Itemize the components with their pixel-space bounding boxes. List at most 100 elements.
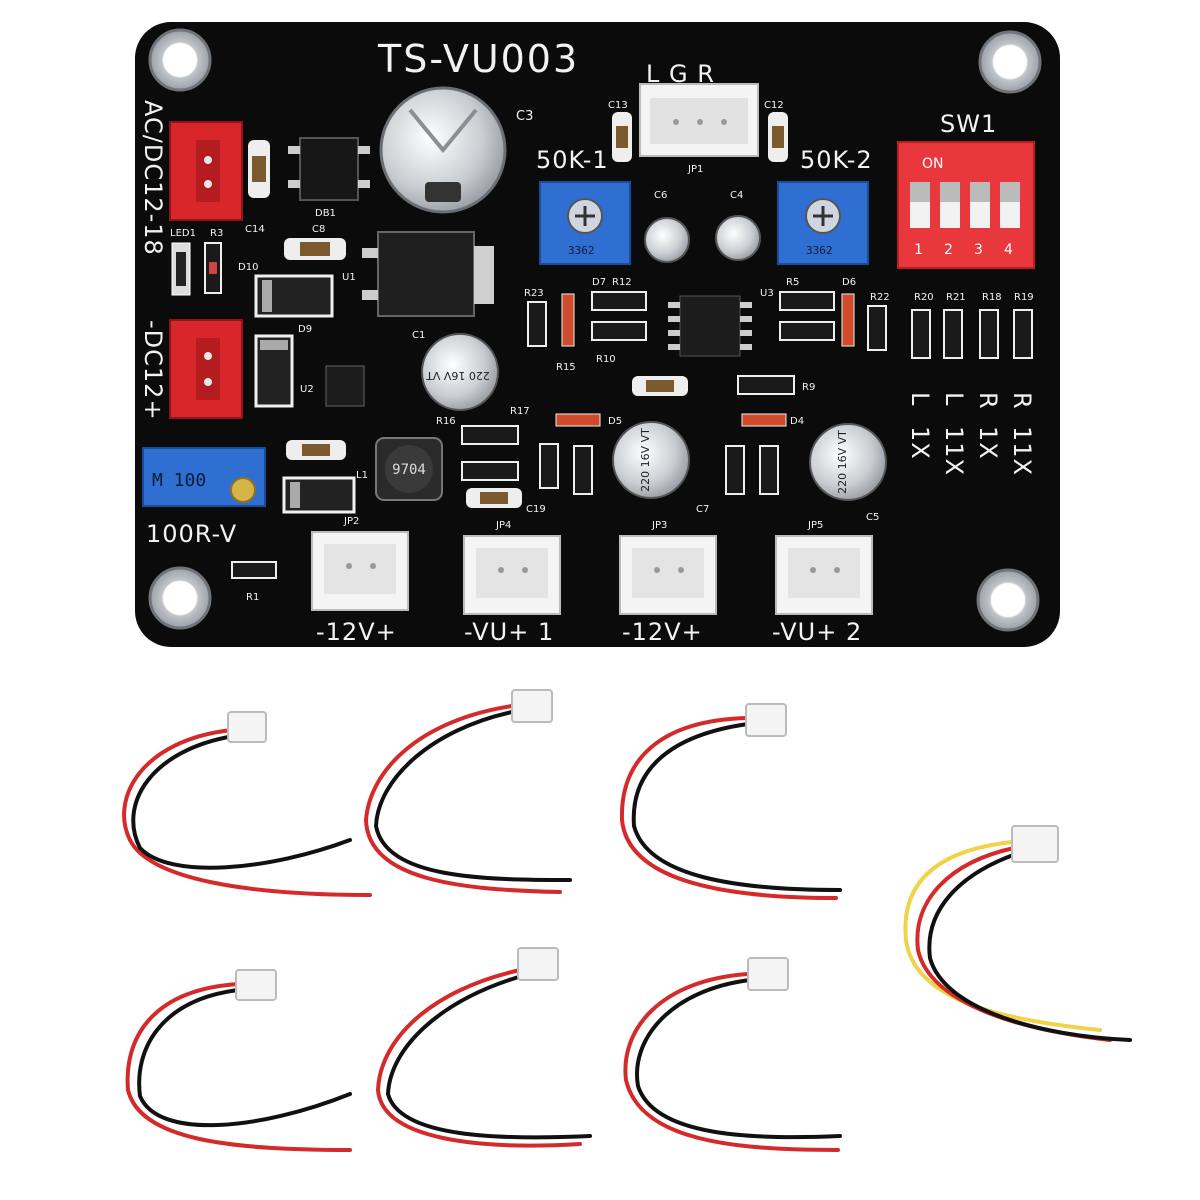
d10-diode: D10 bbox=[238, 262, 334, 318]
svg-text:1X: 1X bbox=[906, 426, 934, 460]
two-pin-cable-3 bbox=[619, 703, 842, 900]
c12-capacitor: C12 bbox=[764, 100, 788, 162]
svg-text:C8: C8 bbox=[312, 224, 325, 235]
jp5-connector: JP5 -VU+ 2 bbox=[772, 520, 873, 646]
svg-text:220 16V VT: 220 16V VT bbox=[836, 430, 849, 494]
jp2-connector: JP2 -12V+ bbox=[311, 516, 409, 646]
svg-text:-VU+ 1: -VU+ 1 bbox=[464, 618, 554, 646]
c13-capacitor: C13 bbox=[608, 100, 632, 162]
u1-regulator: U1 bbox=[342, 231, 494, 317]
r1-resistor: R1 bbox=[231, 561, 277, 603]
svg-text:C6: C6 bbox=[654, 190, 667, 201]
svg-text:1: 1 bbox=[914, 242, 923, 258]
r9-label: R9 bbox=[802, 382, 815, 393]
d-diode-bottom bbox=[282, 476, 356, 514]
power-dc-label: -DC12+ bbox=[139, 320, 167, 421]
svg-text:JP5: JP5 bbox=[807, 520, 823, 531]
jp1-input-connector: JP1 bbox=[639, 83, 759, 175]
svg-text:L: L bbox=[940, 392, 968, 406]
svg-text:11X: 11X bbox=[1008, 426, 1036, 476]
jp3-connector: JP3 -12V+ bbox=[619, 520, 717, 646]
svg-text:1X: 1X bbox=[974, 426, 1002, 460]
svg-text:220 16V VT: 220 16V VT bbox=[426, 369, 490, 382]
power-connector-dc bbox=[169, 319, 243, 419]
d6-label: D6 bbox=[842, 277, 856, 288]
svg-text:JP3: JP3 bbox=[651, 520, 667, 531]
c11-capacitor bbox=[632, 376, 688, 396]
r12-label: R12 bbox=[612, 277, 632, 288]
power-ac-label: AC/DC12-18 bbox=[139, 100, 167, 256]
svg-text:C3: C3 bbox=[516, 109, 533, 124]
c14-capacitor: C14 bbox=[245, 140, 270, 235]
c9-capacitor bbox=[286, 440, 346, 460]
d4-label: D4 bbox=[790, 416, 804, 427]
two-pin-cable-1 bbox=[122, 711, 372, 897]
resistor-cluster-middle bbox=[461, 375, 795, 495]
svg-text:D10: D10 bbox=[238, 262, 258, 273]
two-pin-cable-5 bbox=[375, 947, 592, 1148]
jp4-connector: JP4 -VU+ 1 bbox=[463, 520, 561, 646]
r5-label: R5 bbox=[786, 277, 799, 288]
r20-label: R20 bbox=[914, 292, 934, 303]
svg-text:ON: ON bbox=[922, 156, 944, 172]
r3-label: R3 bbox=[210, 228, 223, 239]
c8-capacitor: C8 bbox=[284, 224, 346, 260]
c19-capacitor: C19 bbox=[466, 488, 546, 515]
c4-capacitor: C4 bbox=[715, 190, 761, 261]
d5-label: D5 bbox=[608, 416, 622, 427]
dip-switch-sw1: ON 1 2 3 4 bbox=[897, 141, 1035, 269]
svg-text:3362: 3362 bbox=[806, 244, 833, 257]
svg-text:C4: C4 bbox=[730, 190, 743, 201]
r18-label: R18 bbox=[982, 292, 1002, 303]
svg-text:11X: 11X bbox=[940, 426, 968, 476]
power-connector-ac bbox=[169, 121, 243, 221]
svg-text:-VU+ 2: -VU+ 2 bbox=[772, 618, 862, 646]
svg-text:3362: 3362 bbox=[568, 244, 595, 257]
d7-diode bbox=[561, 293, 575, 347]
r22-label: R22 bbox=[870, 292, 890, 303]
two-pin-cable-6 bbox=[623, 957, 842, 1152]
svg-text:D9: D9 bbox=[298, 324, 312, 335]
three-pin-cable bbox=[903, 825, 1132, 1042]
svg-text:3: 3 bbox=[974, 242, 983, 258]
svg-text:R: R bbox=[1008, 392, 1036, 410]
svg-text:C19: C19 bbox=[526, 504, 546, 515]
db1-bridge-rectifier: DB1 bbox=[288, 137, 370, 219]
svg-text:C14: C14 bbox=[245, 224, 265, 235]
d6-diode bbox=[841, 293, 855, 347]
d9-diode: D9 bbox=[254, 324, 312, 408]
svg-text:JP1: JP1 bbox=[687, 164, 703, 175]
pot2-label: 50K-2 bbox=[800, 146, 873, 174]
gain-setting-table: R R L L 11X 1X 11X 1X bbox=[906, 392, 1036, 476]
svg-text:4: 4 bbox=[1004, 242, 1013, 258]
r23-label: R23 bbox=[524, 288, 544, 299]
svg-text:L1: L1 bbox=[356, 470, 368, 481]
c7-capacitor: 220 16V VT C7 bbox=[612, 421, 709, 515]
c5-capacitor: 220 16V VT C5 bbox=[809, 423, 887, 523]
pot-50k-1: 3362 bbox=[539, 181, 631, 265]
svg-text:DB1: DB1 bbox=[315, 208, 336, 219]
svg-text:C7: C7 bbox=[696, 504, 709, 515]
cable-set bbox=[122, 689, 1132, 1152]
r15-label: R15 bbox=[556, 362, 576, 373]
svg-text:L: L bbox=[906, 392, 934, 406]
trimmer-100r: M 100 bbox=[142, 447, 266, 507]
svg-text:C5: C5 bbox=[866, 512, 879, 523]
u2-ic: U2 bbox=[300, 365, 365, 407]
d7-r12-label: D7 bbox=[592, 277, 606, 288]
svg-text:9704: 9704 bbox=[392, 462, 426, 478]
two-pin-cable-2 bbox=[363, 689, 572, 894]
d5-diode bbox=[555, 413, 601, 427]
svg-text:JP4: JP4 bbox=[495, 520, 511, 531]
svg-text:U3: U3 bbox=[760, 288, 774, 299]
r17-label: R17 bbox=[510, 406, 530, 417]
trim-label: 100R-V bbox=[146, 520, 237, 548]
r16-label: R16 bbox=[436, 416, 456, 427]
svg-text:U2: U2 bbox=[300, 384, 314, 395]
pot-50k-2: 3362 bbox=[777, 181, 869, 265]
svg-text:R1: R1 bbox=[246, 592, 259, 603]
c1-capacitor: C1 220 16V VT bbox=[412, 330, 499, 411]
r19-label: R19 bbox=[1014, 292, 1034, 303]
switch-label: SW1 bbox=[940, 110, 997, 138]
